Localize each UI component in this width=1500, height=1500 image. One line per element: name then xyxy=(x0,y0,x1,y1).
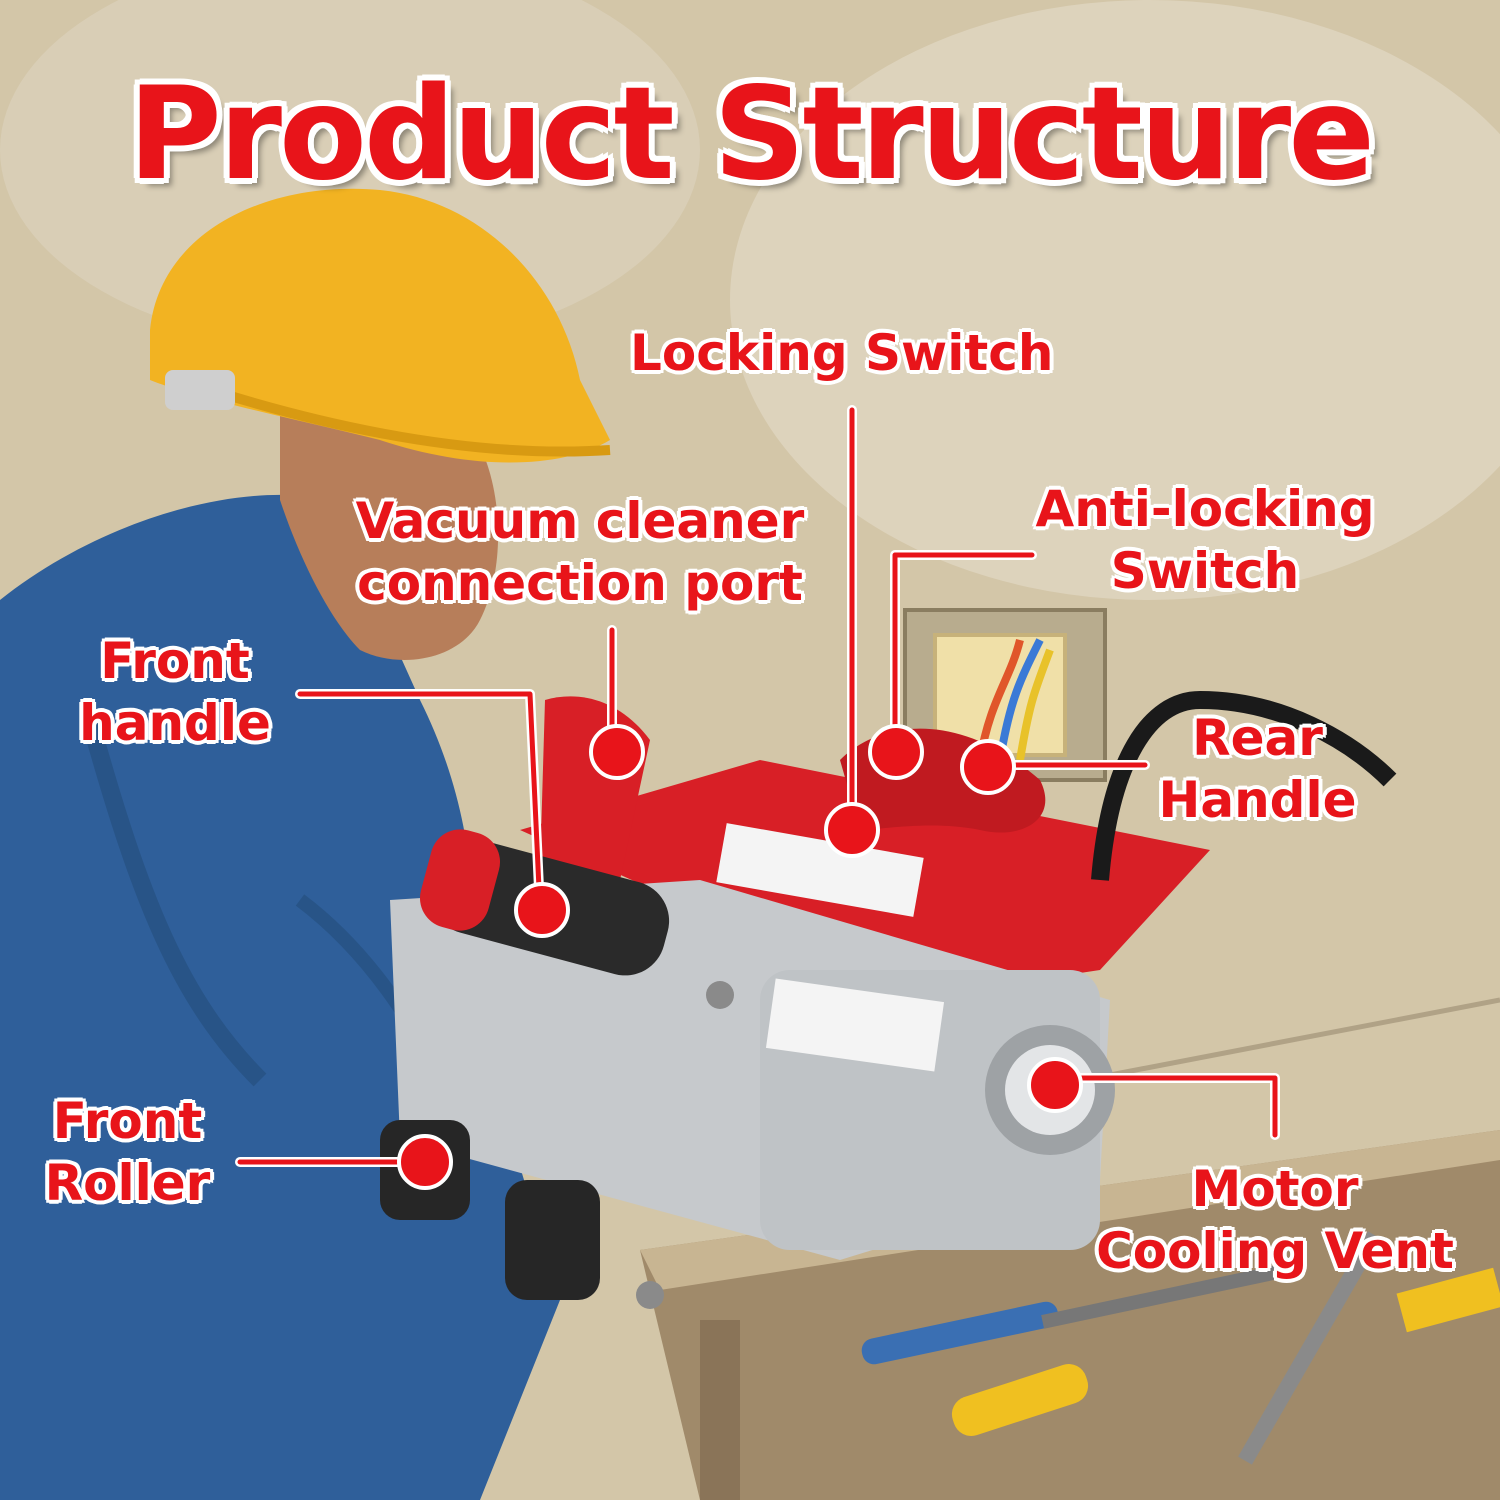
label-front-handle: Front handle xyxy=(70,630,280,754)
vacuum-port-marker xyxy=(589,724,645,780)
label-rear-handle-line-1: Rear xyxy=(1192,709,1323,767)
label-motor-cooling-vent: Motor Cooling Vent xyxy=(1085,1158,1465,1282)
label-locking-switch-text: Locking Switch xyxy=(630,324,1054,382)
label-vacuum-port-line-2: connection port xyxy=(357,554,803,612)
wall-chaser-tool xyxy=(380,690,1397,1309)
front-handle-marker xyxy=(514,882,570,938)
worker xyxy=(0,188,611,1500)
label-front-roller-line-1: Front xyxy=(52,1092,203,1150)
front-roller-marker xyxy=(397,1134,453,1190)
callout-dots xyxy=(397,724,1083,1190)
callout-lines xyxy=(235,405,1280,1167)
motor-cooling-vent-marker xyxy=(1027,1057,1083,1113)
label-locking-switch: Locking Switch xyxy=(630,322,1054,384)
label-front-roller-line-2: Roller xyxy=(44,1154,211,1212)
label-vacuum-port: Vacuum cleaner connection port xyxy=(355,490,805,614)
label-anti-locking-switch-line-1: Anti-locking xyxy=(1035,480,1375,538)
label-front-roller: Front Roller xyxy=(40,1090,215,1214)
page-title: Product Structure xyxy=(128,60,1375,209)
anti-locking-switch-marker xyxy=(868,724,924,780)
label-vacuum-port-line-1: Vacuum cleaner xyxy=(355,492,805,550)
label-motor-cooling-vent-line-1: Motor xyxy=(1191,1160,1359,1218)
label-rear-handle-line-2: Handle xyxy=(1158,771,1357,829)
bench-tools xyxy=(861,1231,1500,1465)
locking-switch-marker xyxy=(824,802,880,858)
label-rear-handle: Rear Handle xyxy=(1150,707,1365,831)
rear-handle-marker xyxy=(960,739,1016,795)
label-front-handle-line-1: Front xyxy=(100,632,250,690)
label-motor-cooling-vent-line-2: Cooling Vent xyxy=(1096,1222,1454,1280)
label-anti-locking-switch-line-2: Switch xyxy=(1110,542,1300,600)
label-front-handle-line-2: handle xyxy=(79,694,271,752)
label-anti-locking-switch: Anti-locking Switch xyxy=(1030,478,1380,602)
